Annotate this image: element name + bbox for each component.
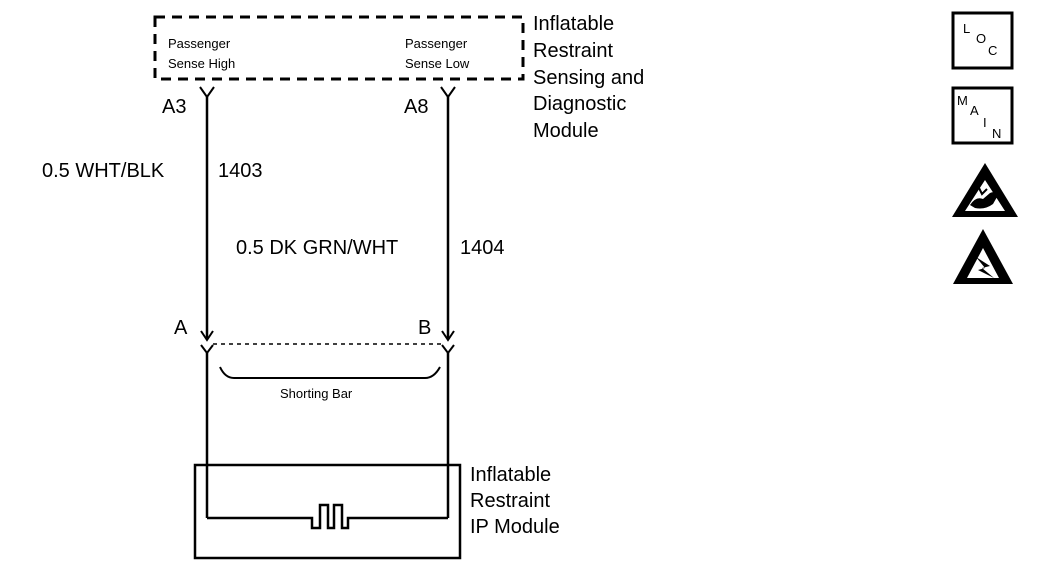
pin-a3-label: A3 [162,96,186,118]
main-icon[interactable]: M A I N [951,86,1014,145]
connector-a-label: A [174,317,188,339]
ip-module-box [193,463,462,560]
wire-1404-circuit: 1404 [460,237,505,259]
svg-text:L: L [963,21,970,36]
svg-text:N: N [992,126,1001,141]
loc-icon[interactable]: L O C [951,11,1014,70]
svg-text:C: C [988,43,997,58]
wire-1404-gauge-color: 0.5 DK GRN/WHT [236,237,398,259]
module-top-name-line2: Restraint [533,40,613,62]
pin-label-passenger-sense-high-line2: Sense High [168,56,235,71]
esd-warning-icon[interactable] [952,163,1018,217]
module-top-name-line1: Inflatable [533,13,614,35]
module-bottom-name-line3: IP Module [470,516,560,538]
module-bottom-name-line1: Inflatable [470,464,551,486]
connector-a3-symbol [199,86,215,99]
module-top-name-line5: Module [533,120,599,142]
squib-element [207,503,448,530]
wire-1403-circuit: 1403 [218,160,263,182]
module-bottom-name-line2: Restraint [470,490,550,512]
shorting-bar-bracket [219,366,441,379]
pin-a8-label: A8 [404,96,428,118]
pin-label-passenger-sense-low-line1: Passenger [405,36,468,51]
svg-text:O: O [976,31,986,46]
sensing-diagnostic-module-box [153,15,525,81]
svg-text:I: I [983,115,987,130]
static-warning-icon[interactable] [953,229,1013,284]
wire-1403-gauge-color: 0.5 WHT/BLK [42,160,165,182]
pin-label-passenger-sense-high-line1: Passenger [168,36,231,51]
module-top-name-line3: Sensing and [533,67,644,89]
connector-b-label: B [418,317,431,339]
connector-a8-symbol [440,86,456,99]
svg-text:M: M [957,93,968,108]
shorting-bar-label: Shorting Bar [280,386,353,401]
pin-label-passenger-sense-low-line2: Sense Low [405,56,470,71]
module-top-name-line4: Diagnostic [533,93,626,115]
svg-text:A: A [970,103,979,118]
